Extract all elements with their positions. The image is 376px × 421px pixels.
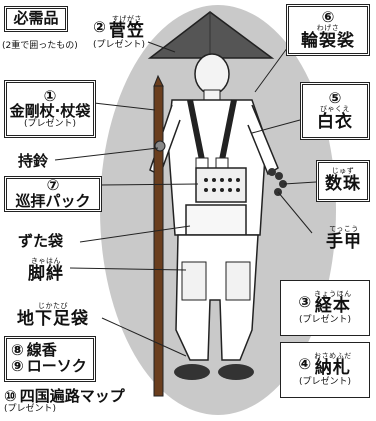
item-hakue: ⑤ びゃくえ 白衣 [300, 82, 370, 140]
item-name: 地下足袋 [17, 308, 89, 329]
item-ruby: わげさ [316, 24, 340, 33]
item-junpai: ⑦ 巡拝パック [4, 176, 102, 212]
item-name: 納札 [314, 358, 351, 379]
item-number: ② [93, 18, 106, 37]
item-map: ⑩ 四国遍路マップ (プレゼント) [4, 386, 174, 418]
present-note: (プレゼント) [4, 404, 57, 415]
item-wagesa: ⑥ わげさ 輪袈裟 [286, 4, 370, 56]
present-note: (プレゼント) [298, 376, 352, 387]
item-senko-rosoku: ⑧ 線香 ⑨ ローソク [4, 336, 96, 382]
essentials-note: (2重で囲ったもの) [2, 41, 78, 51]
item-ruby: じゅず [331, 167, 355, 176]
item-jikatabi: じかたび 地下足袋 [4, 298, 102, 334]
item-name: 菅笠 [108, 21, 145, 42]
present-note: (プレゼント) [92, 39, 146, 50]
item-number: ⑨ [11, 357, 24, 375]
item-number: ⑧ [11, 341, 24, 360]
item-kongozue: ① 金剛杖·杖袋 (プレゼント) [4, 80, 96, 138]
present-note: (プレゼント) [298, 314, 352, 325]
item-ruby: きゃはん [31, 257, 61, 266]
item-ruby: じかたび [38, 302, 68, 311]
item-number: ⑤ [328, 88, 342, 107]
item-name: 輪袈裟 [301, 30, 355, 51]
item-number: ③ [298, 293, 312, 312]
item-name: 経本 [314, 296, 351, 317]
essentials-title: 必需品 [13, 9, 59, 28]
present-note: (プレゼント) [23, 119, 77, 130]
item-jirin: 持鈴 [18, 152, 49, 170]
item-zudabukuro: ずた袋 [18, 232, 64, 250]
item-name: 線香 [26, 341, 57, 360]
item-kyahan: きゃはん 脚絆 [20, 254, 72, 288]
item-ruby: すげがさ [111, 14, 142, 23]
item-number: ⑩ [4, 387, 17, 406]
item-name: 白衣 [317, 111, 353, 132]
item-number: ⑥ [321, 7, 335, 26]
item-juzu: じゅず 数珠 [316, 160, 370, 202]
item-ruby: きょうほん [314, 289, 352, 298]
item-number: ④ [298, 355, 312, 374]
item-name: 脚絆 [28, 263, 64, 284]
essentials-box: 必需品 [4, 6, 68, 32]
item-number: ① [43, 86, 57, 105]
item-kyohon: ③ きょうほん 経本 (プレゼント) [280, 280, 370, 336]
item-sugegasa: ② すげがさ 菅笠 (プレゼント) [84, 6, 154, 60]
item-tekko: てっこう 手甲 [318, 222, 370, 256]
item-name: 手甲 [326, 231, 362, 252]
item-nosatsu: ④ おさめふだ 納札 (プレゼント) [280, 342, 370, 398]
item-name: 数珠 [325, 173, 361, 194]
item-number: ⑦ [46, 176, 60, 195]
item-ruby: てっこう [329, 225, 359, 234]
item-ruby: おさめふだ [314, 351, 352, 360]
item-name: ローソク [26, 357, 87, 375]
item-ruby: びゃくえ [320, 105, 350, 114]
item-name: 巡拝パック [15, 192, 91, 210]
item-name: 四国遍路マップ [19, 387, 125, 406]
item-name: 金剛杖·杖袋 [9, 102, 91, 121]
